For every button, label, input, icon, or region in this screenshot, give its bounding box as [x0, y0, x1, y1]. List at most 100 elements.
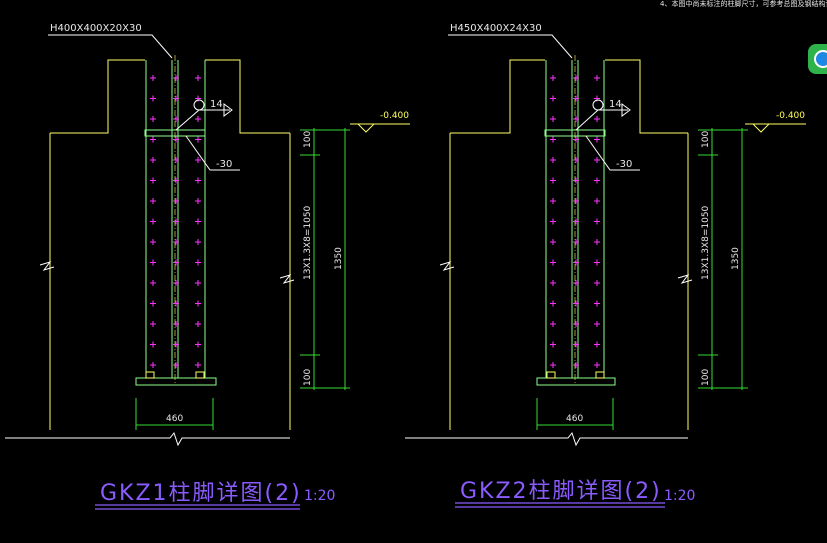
anchor-stud: [173, 157, 179, 163]
anchor-stud: [173, 218, 179, 225]
dim-bottom: 100: [701, 369, 711, 386]
break-mark-left: [39, 261, 55, 271]
dim-total: 1350: [731, 247, 741, 270]
weld-arrow-icon: [223, 103, 233, 117]
anchor-stud: [195, 300, 201, 307]
dim-total: 1350: [334, 247, 344, 270]
anchor-stud: [150, 280, 156, 286]
anchor-stud: [150, 198, 156, 204]
anchor-stud: [573, 239, 579, 245]
anchor-stud: [594, 218, 600, 225]
anchor-stud: [573, 157, 579, 163]
anchor-stud: [195, 157, 201, 163]
anchor-stud: [550, 300, 556, 307]
anchor-stud: [550, 177, 556, 184]
anchor-stud: [550, 259, 556, 266]
anchor-stud: [594, 259, 600, 266]
dim-mid: 13X1.3X8=1050: [701, 205, 711, 280]
anchor-stud: [573, 136, 579, 143]
ground-line: [5, 431, 290, 447]
anchor-stud: [173, 300, 179, 307]
anchor-stud: [573, 321, 579, 327]
anchor-stud: [573, 218, 579, 225]
dim-bottom: 100: [303, 369, 313, 386]
pit-outline-left: [450, 59, 545, 134]
anchor-stud: [195, 239, 201, 245]
dim-mid: 13X1.3X8=1050: [303, 205, 313, 280]
anchor-stud: [195, 136, 201, 143]
weld-arrow-icon: [621, 103, 631, 117]
elevation-triangle-icon: [751, 123, 771, 133]
anchor-stud: [550, 95, 556, 102]
anchor-stud: [150, 321, 156, 327]
break-mark-right: [677, 274, 693, 284]
top-note: 4、本图中尚未标注的柱脚尺寸，可参考总图及钢结构详图。: [660, 0, 827, 8]
anchor-stud: [173, 75, 179, 81]
anchor-stud: [150, 95, 156, 102]
anchor-stud: [150, 341, 156, 348]
anchor-stud: [550, 136, 556, 143]
anchor-stud: [550, 280, 556, 286]
anchor-stud: [150, 157, 156, 163]
anchor-stud: [173, 198, 179, 204]
section-label: H400X400X20X30: [50, 23, 142, 34]
assistant-button[interactable]: [808, 44, 827, 74]
detail-scale: 1:20: [664, 488, 695, 504]
anchor-stud: [150, 177, 156, 184]
anchor-stud: [173, 116, 179, 122]
anchor-nut-right: [595, 371, 605, 379]
anchor-studs: [150, 75, 201, 368]
anchor-stud: [573, 259, 579, 266]
detail-gkz1: H400X400X20X30 14 -30 -0.400 100 13X1.3X…: [5, 23, 410, 510]
elevation-triangle-icon: [356, 123, 376, 133]
section-leader: [448, 34, 573, 59]
anchor-stud: [195, 177, 201, 184]
plate-label: -30: [616, 159, 632, 170]
anchor-stud: [195, 362, 201, 368]
anchor-stud: [195, 321, 201, 327]
anchor-stud: [573, 177, 579, 184]
anchor-stud: [594, 198, 600, 204]
width-label: 460: [566, 414, 583, 424]
anchor-stud: [173, 136, 179, 143]
anchor-stud: [573, 116, 579, 122]
anchor-nut-right: [195, 371, 205, 379]
anchor-stud: [173, 177, 179, 184]
plate-leader: [185, 135, 240, 171]
anchor-stud: [594, 177, 600, 184]
anchor-stud: [550, 321, 556, 327]
anchor-stud: [150, 218, 156, 225]
pit-outline-right: [605, 59, 688, 134]
dim-top: 100: [701, 131, 711, 148]
anchor-stud: [150, 239, 156, 245]
anchor-stud: [173, 321, 179, 327]
stiffener-plate: [544, 129, 606, 137]
weld-label: 14: [210, 99, 223, 110]
anchor-stud: [550, 362, 556, 368]
anchor-stud: [550, 198, 556, 204]
weld-label: 14: [609, 99, 622, 110]
anchor-stud: [573, 341, 579, 348]
anchor-stud: [150, 259, 156, 266]
detail-gkz2: H450X400X24X30 14 -30 -0.400 100 13X1.3X…: [405, 23, 806, 508]
anchor-stud: [594, 341, 600, 348]
anchor-stud: [150, 75, 156, 81]
break-mark-right: [279, 274, 295, 284]
anchor-stud: [594, 136, 600, 143]
anchor-stud: [550, 157, 556, 163]
assistant-icon: [814, 50, 827, 68]
anchor-stud: [195, 259, 201, 266]
anchor-stud: [594, 75, 600, 81]
stiffener-plate: [144, 129, 206, 137]
ground-line: [405, 431, 688, 447]
section-leader: [48, 34, 173, 59]
anchor-stud: [594, 280, 600, 286]
anchor-stud: [573, 362, 579, 368]
anchor-nut-left: [546, 371, 556, 379]
anchor-studs: [550, 75, 600, 368]
anchor-stud: [550, 116, 556, 122]
anchor-stud: [173, 95, 179, 102]
anchor-stud: [150, 300, 156, 307]
anchor-stud: [173, 239, 179, 245]
